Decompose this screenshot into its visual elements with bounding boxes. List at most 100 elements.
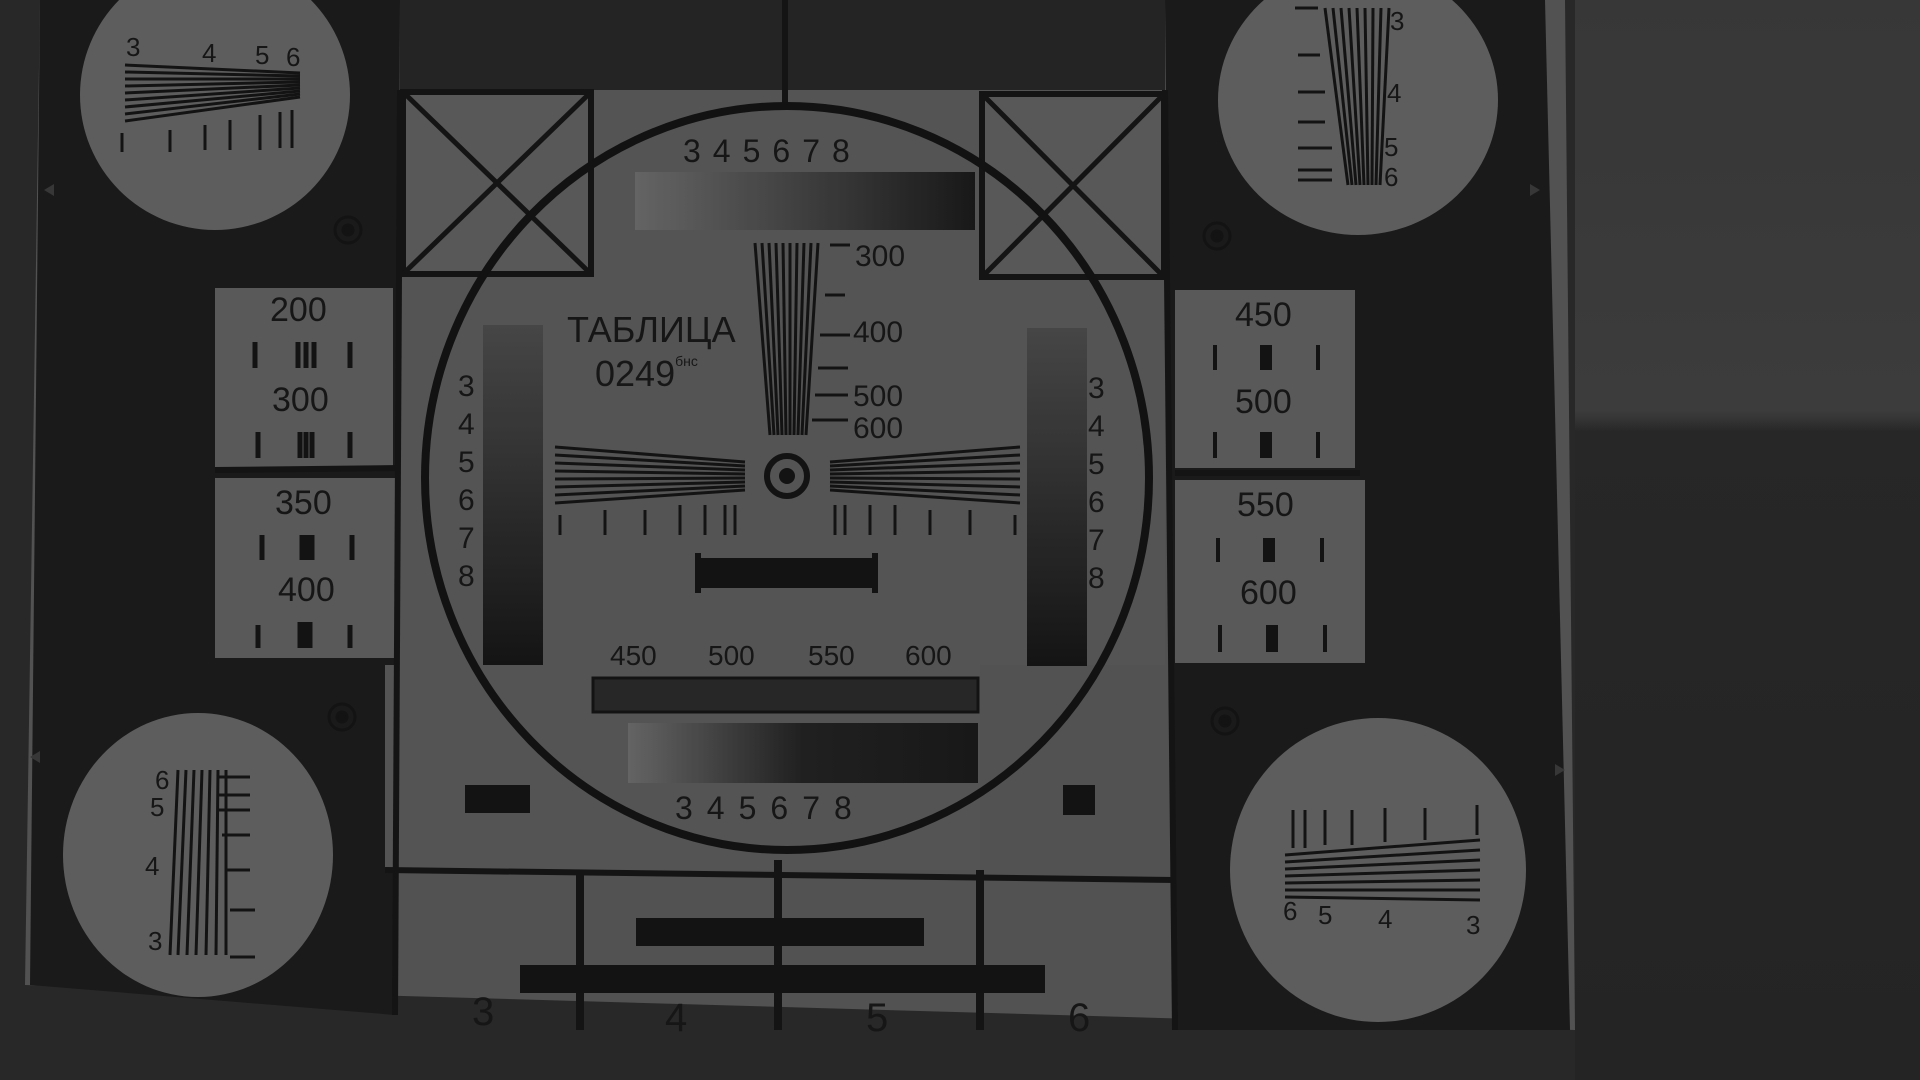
right-panel-label-550: 550 (1237, 486, 1294, 524)
bottom-scale-label: 5 (738, 790, 757, 826)
gray-ramp-bottom (628, 723, 978, 783)
chart-code-suffix: бнс (675, 353, 698, 369)
corner-br-3: 3 (1466, 910, 1481, 940)
corner-br-4: 4 (1378, 904, 1393, 934)
corner-wedge-bottom-right (1284, 805, 1481, 902)
bottom-scale-label: 4 (706, 790, 725, 826)
left-panel-label-200: 200 (270, 291, 327, 329)
right-scale-label: 5 (1088, 448, 1105, 481)
left-scale: 3 4 5 6 7 8 (458, 368, 475, 596)
gray-ramp-right (1027, 328, 1087, 666)
edge-arrow-right-top (1530, 184, 1540, 196)
horizontal-label-450: 450 (610, 640, 657, 671)
corner-tl-4: 4 (202, 38, 217, 68)
corner-br-5: 5 (1318, 900, 1333, 930)
top-scale-label: 6 (772, 133, 791, 169)
square-right (1063, 785, 1095, 815)
bottom-number-6: 6 (1068, 996, 1091, 1040)
gray-ramp-top (635, 172, 975, 230)
registration-target-1 (333, 215, 363, 245)
edge-arrow-left-top (44, 184, 54, 196)
vertical-label-300: 300 (855, 240, 906, 273)
wedge-left (554, 445, 746, 505)
right-scale: 3 4 5 6 7 8 (1088, 370, 1105, 598)
horizontal-label-600: 600 (905, 640, 952, 671)
right-scale-label: 4 (1088, 410, 1105, 443)
corner-tr-3: 3 (1390, 6, 1405, 36)
registration-target-3 (327, 702, 357, 732)
bottom-scale-label: 7 (802, 790, 820, 826)
left-scale-label: 5 (458, 446, 475, 479)
corner-wedge-top-right (1295, 6, 1391, 186)
left-panel-label-400: 400 (278, 571, 335, 609)
chart-title-block: ТАБЛИЦА 0249бнс (567, 312, 736, 394)
center-circle (421, 102, 1153, 854)
bottom-bar-upper (636, 918, 924, 946)
top-scale: 3 4 5 6 7 8 (683, 135, 850, 167)
corner-bl-3: 3 (148, 926, 163, 956)
left-panel-label-350: 350 (275, 484, 332, 522)
right-panel-label-450: 450 (1235, 296, 1292, 334)
left-scale-label: 4 (458, 408, 475, 441)
chart-code: 0249 (595, 353, 676, 394)
wedge-right (829, 445, 1021, 505)
right-scale-label: 7 (1088, 524, 1105, 557)
vertical-label-500: 500 (853, 380, 904, 413)
wall-background (1575, 0, 1920, 1080)
edge-arrow-left-bottom (30, 751, 40, 763)
registration-target-4 (1210, 706, 1240, 736)
right-panel-label-600: 600 (1240, 574, 1297, 612)
top-scale-label: 3 (683, 133, 701, 169)
vertical-scale-ticks (812, 243, 850, 422)
left-scale-label: 3 (458, 370, 475, 403)
corner-tl-5: 5 (255, 40, 270, 70)
corner-bl-6: 6 (155, 765, 170, 795)
corner-wedge-bottom-left (168, 769, 255, 959)
corner-tr-5: 5 (1384, 132, 1399, 162)
vertical-label-600: 600 (853, 412, 904, 445)
left-panel-stripes (252, 342, 355, 648)
corner-tl-6: 6 (286, 42, 301, 72)
edge-arrow-right-bottom (1555, 764, 1565, 776)
bottom-scale-label: 6 (770, 790, 789, 826)
left-panel-label-300: 300 (272, 381, 329, 419)
top-scale-label: 8 (831, 133, 850, 169)
right-panel-stripes (1213, 345, 1327, 652)
tick-row-left (558, 505, 737, 535)
corner-bl-5: 5 (150, 792, 165, 822)
registration-target-2 (1202, 221, 1232, 251)
wedge-vertical (753, 242, 820, 436)
corner-wedge-top-left (120, 63, 301, 152)
corner-tl-3: 3 (126, 32, 141, 62)
horizontal-label-550: 550 (808, 640, 855, 671)
corner-tr-6: 6 (1384, 162, 1399, 192)
left-scale-label: 8 (458, 560, 475, 593)
center-panel (385, 90, 1165, 870)
bottom-scale: 3 4 5 6 7 8 (675, 792, 852, 824)
frequency-grating (591, 676, 980, 714)
right-scale-label: 6 (1088, 486, 1105, 519)
horizontal-label-500: 500 (708, 640, 755, 671)
center-target (764, 453, 810, 499)
top-scale-label: 4 (712, 133, 731, 169)
top-scale-label: 7 (802, 133, 820, 169)
corner-bl-4: 4 (145, 851, 160, 881)
corner-br-6: 6 (1283, 896, 1298, 926)
top-scale-label: 5 (742, 133, 761, 169)
bottom-number-3: 3 (472, 990, 495, 1034)
left-scale-label: 7 (458, 522, 475, 555)
chart-title: ТАБЛИЦА (567, 309, 736, 350)
square-left (465, 785, 530, 813)
right-scale-label: 8 (1088, 562, 1105, 595)
bottom-bar-lower (520, 965, 1045, 993)
corner-tr-4: 4 (1387, 78, 1402, 108)
corner-circle-top-left (80, 0, 350, 230)
bottom-number-4: 4 (665, 996, 688, 1040)
tick-row-right (833, 505, 1017, 535)
right-panel-label-500: 500 (1235, 383, 1292, 421)
gray-ramp-left (483, 325, 543, 665)
bottom-scale-label: 3 (675, 790, 693, 826)
